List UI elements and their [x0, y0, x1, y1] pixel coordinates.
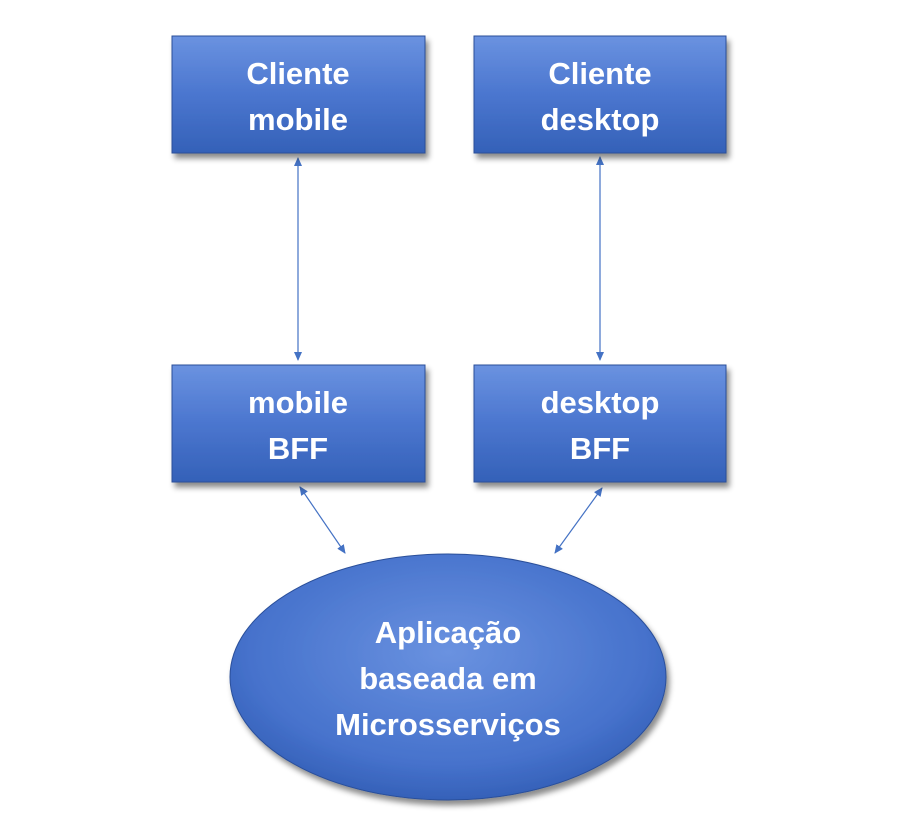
client-mobile-node: Cliente mobile [171, 35, 426, 154]
desktop-bff-label-line2: BFF [570, 431, 630, 466]
application-label-line3: Microsserviços [335, 707, 561, 742]
client-mobile-label-line1: Cliente [246, 56, 349, 91]
connector-desktop-bff-app [554, 487, 603, 554]
application-label-line2: baseada em [359, 661, 537, 696]
application-label-line1: Aplicação [375, 615, 521, 650]
connector-mobile-bff-app [299, 486, 346, 554]
client-desktop-label-line2: desktop [541, 102, 660, 137]
mobile-bff-label-line1: mobile [248, 385, 348, 420]
desktop-bff-node: desktop BFF [473, 364, 727, 483]
client-desktop-node: Cliente desktop [473, 35, 727, 154]
application-node: Aplicação baseada em Microsserviços [229, 553, 667, 801]
client-mobile-label-line2: mobile [248, 102, 348, 137]
desktop-bff-label-line1: desktop [541, 385, 660, 420]
mobile-bff-node: mobile BFF [171, 364, 426, 483]
mobile-bff-label-line2: BFF [268, 431, 328, 466]
client-desktop-label-line1: Cliente [548, 56, 651, 91]
